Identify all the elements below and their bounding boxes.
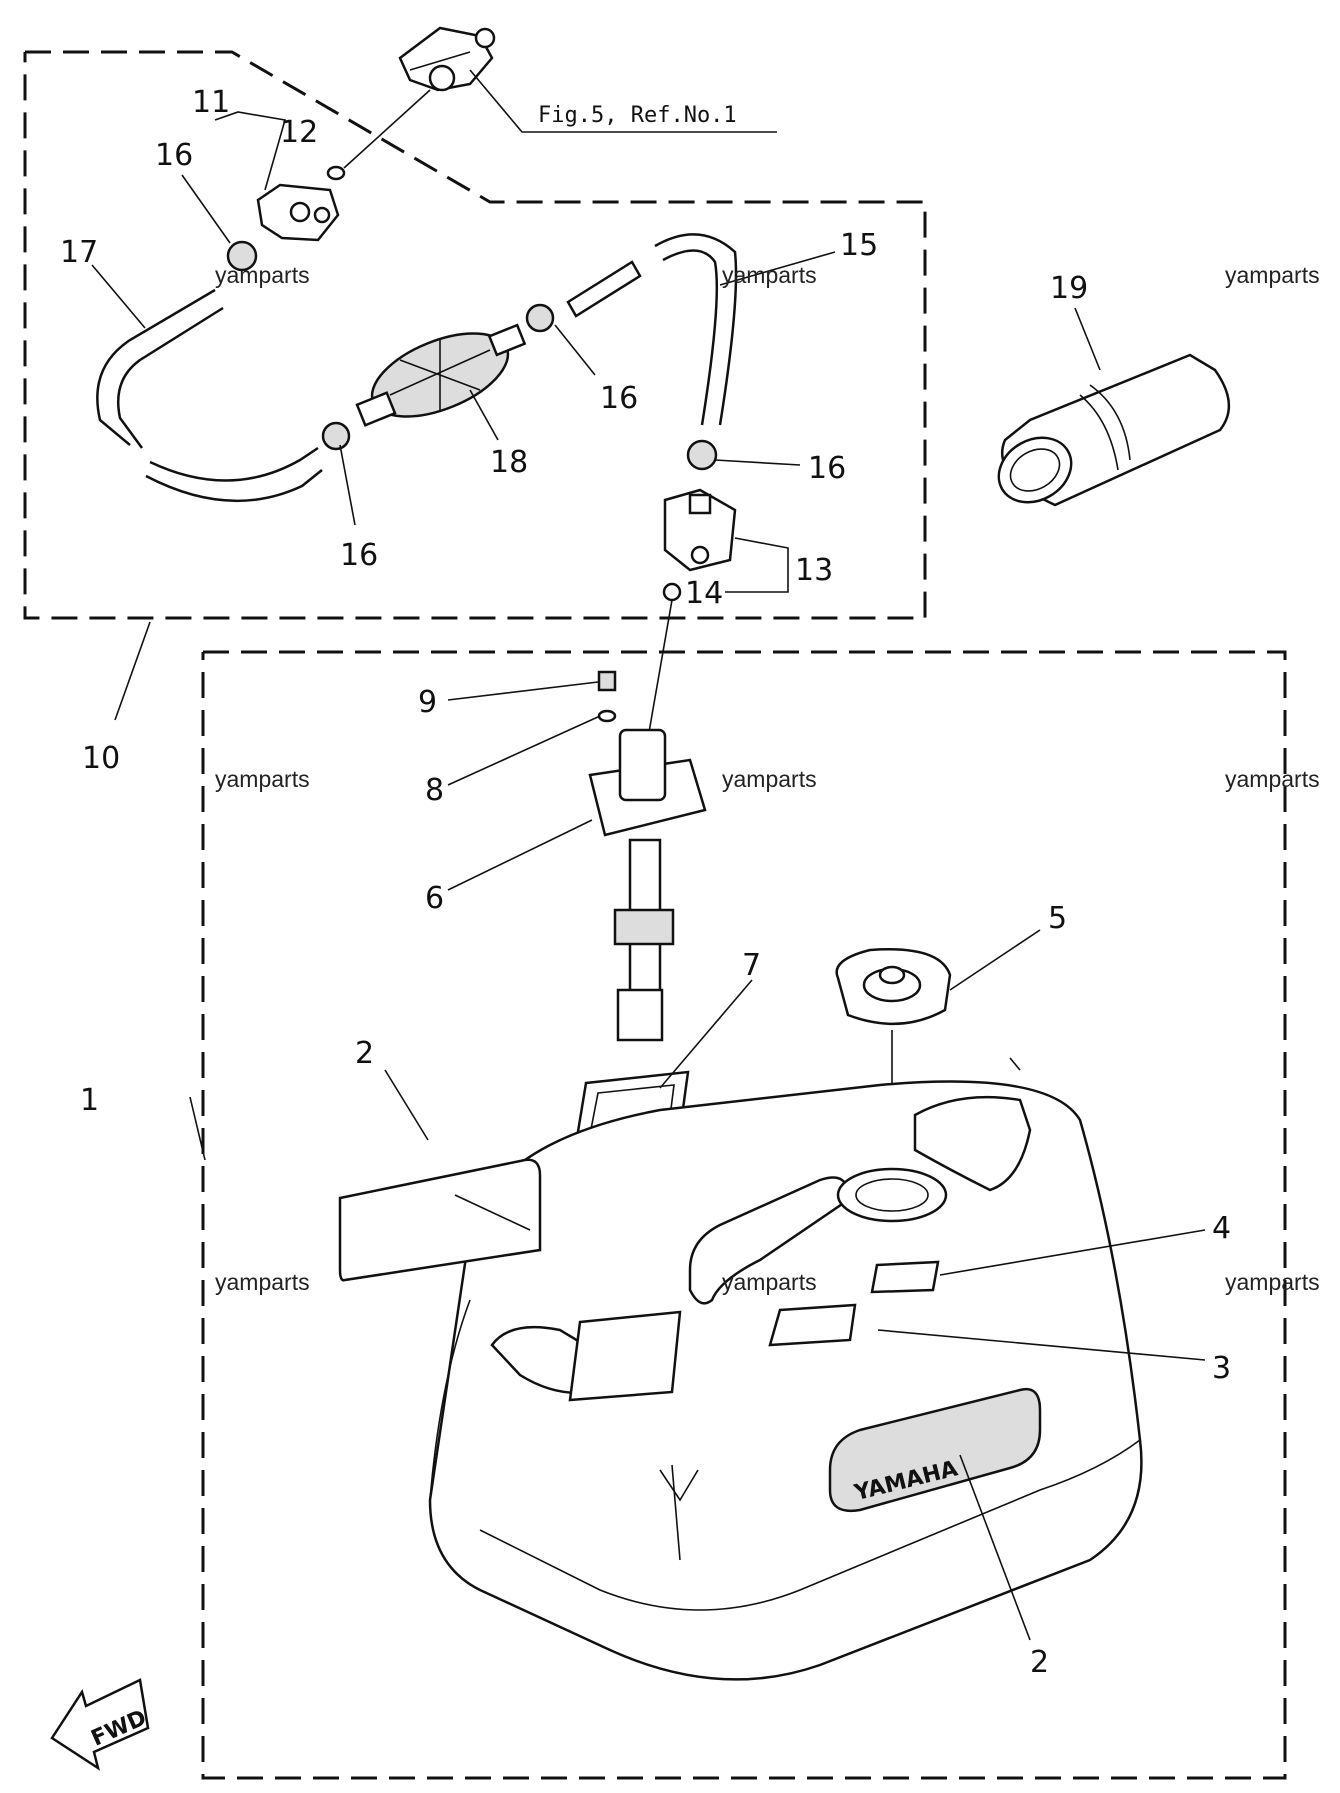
watermarks: yamparts yamparts yamparts yamparts yamp… (215, 262, 1320, 1295)
fwd-arrow: FWD (50, 1678, 150, 1771)
callout-2-label: 2 (355, 1036, 374, 1071)
callout-16c: 16 (808, 451, 846, 486)
callout-9: 9 (418, 685, 437, 720)
callout-16d: 16 (340, 538, 378, 573)
watermark: yamparts (722, 766, 817, 792)
callout-8: 8 (425, 773, 444, 808)
fuel-tank: YAMAHA (428, 1080, 1143, 1681)
watermark: yamparts (1225, 1269, 1320, 1295)
callout-3: 3 (1212, 1351, 1231, 1386)
callout-16a: 16 (155, 138, 193, 173)
callout-11: 11 (192, 85, 230, 120)
reference-note: Fig.5, Ref.No.1 (538, 103, 737, 128)
watermark: yamparts (722, 1269, 817, 1295)
callout-17: 17 (60, 235, 98, 270)
callout-6: 6 (425, 881, 444, 916)
screw-9 (597, 670, 617, 692)
tank-side-connector (256, 183, 340, 242)
callout-19: 19 (1050, 271, 1088, 306)
clip-16c (525, 303, 555, 333)
fuel-connector-13 (663, 488, 737, 572)
watermark: yamparts (215, 1269, 310, 1295)
callout-1: 1 (80, 1083, 99, 1118)
callout-10: 10 (82, 741, 120, 776)
callout-numbers: 1 2 2 3 4 5 6 7 8 9 10 11 12 13 14 15 16… (60, 85, 1231, 1680)
label-2 (338, 1158, 542, 1282)
callout-4: 4 (1212, 1211, 1231, 1246)
hose-segment (566, 260, 642, 318)
callout-2-badge: 2 (1030, 1645, 1049, 1680)
watermark: yamparts (215, 766, 310, 792)
engine-fuel-joint (398, 26, 496, 92)
watermark: yamparts (1225, 766, 1320, 792)
fuel-tank-group-box (201, 650, 1287, 1780)
clip-16b (321, 421, 351, 451)
callout-5: 5 (1048, 901, 1067, 936)
fuel-gauge-unit-6 (588, 728, 707, 1042)
fuel-hose-17b (145, 446, 323, 503)
callout-13: 13 (795, 553, 833, 588)
o-ring-14 (662, 582, 682, 602)
fuel-hose-15 (654, 233, 738, 426)
callout-12: 12 (280, 115, 318, 150)
fuel-hose-group-box (23, 50, 927, 620)
ref-leader (469, 69, 777, 133)
fuel-hose-17 (96, 288, 224, 449)
callout-7: 7 (742, 948, 761, 983)
watermark: yamparts (215, 262, 310, 288)
fuel-filter-19 (997, 353, 1231, 507)
watermark: yamparts (1225, 262, 1320, 288)
callout-14: 14 (685, 576, 723, 611)
callout-16b: 16 (600, 381, 638, 416)
callout-15: 15 (840, 228, 878, 263)
primer-bulb (355, 323, 527, 427)
washer-8 (597, 709, 617, 723)
fuel-cap-5 (835, 948, 952, 1026)
clip-16d (686, 439, 718, 471)
leader-lines (91, 111, 1206, 1641)
o-ring-12 (326, 165, 346, 181)
callout-18: 18 (490, 445, 528, 480)
watermark: yamparts (722, 262, 817, 288)
clip-16a (226, 240, 258, 272)
